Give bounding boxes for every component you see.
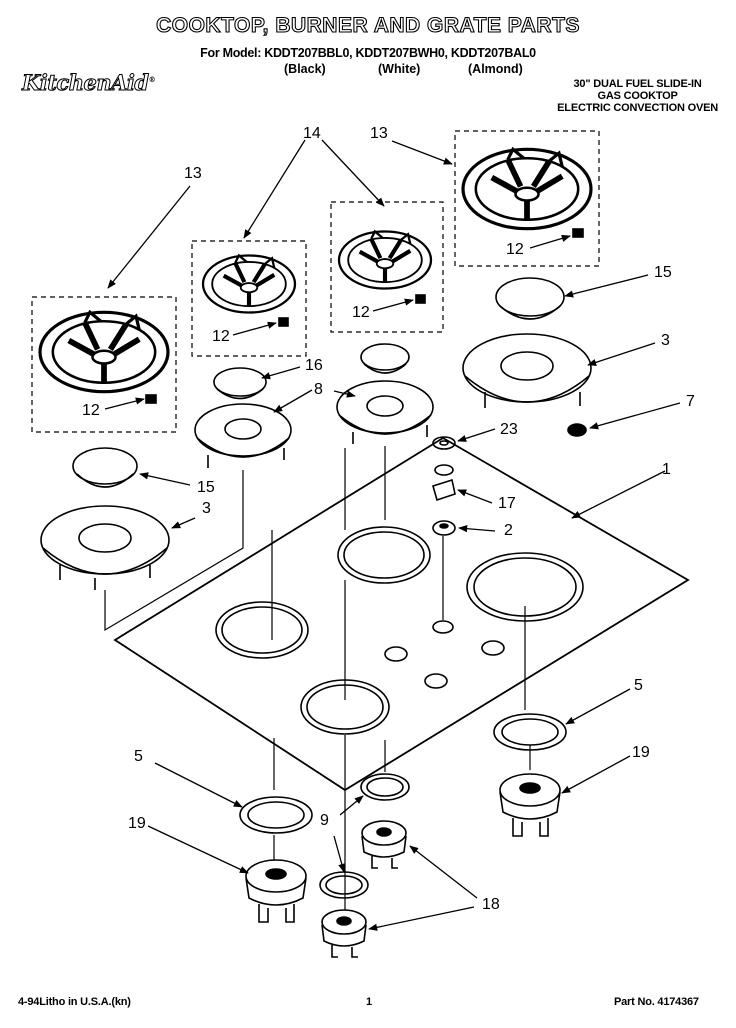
callout-1: 1 bbox=[662, 461, 671, 478]
callout-15-left: 15 bbox=[197, 479, 215, 496]
callout-18: 18 bbox=[482, 896, 500, 913]
burner-base-center-left bbox=[194, 403, 292, 468]
part-2-grommet bbox=[432, 520, 456, 536]
burner-valve-left bbox=[245, 859, 307, 923]
page-title: COOKTOP, BURNER AND GRATE PARTS bbox=[156, 13, 580, 37]
grate-center-left bbox=[203, 255, 295, 312]
cooktop-panel bbox=[113, 436, 690, 792]
grate-foot-right bbox=[572, 228, 584, 238]
trim-ring-right bbox=[493, 713, 567, 751]
burner-hole-left bbox=[215, 601, 309, 659]
burner-cap-right bbox=[495, 277, 565, 320]
part-17-knob bbox=[432, 464, 456, 502]
grate-center-right bbox=[339, 231, 431, 288]
trim-ring-left bbox=[239, 796, 313, 834]
callout-13-right: 13 bbox=[370, 125, 388, 142]
burner-cap-center-right bbox=[360, 343, 410, 374]
grate-box-center-right bbox=[330, 201, 444, 333]
callout-12-left: 12 bbox=[82, 402, 100, 419]
callout-12-center-left: 12 bbox=[212, 328, 230, 345]
igniter-hole-3 bbox=[481, 640, 505, 656]
burner-base-center-right bbox=[336, 380, 434, 444]
callout-7: 7 bbox=[686, 393, 695, 410]
burner-valve-center-upper bbox=[361, 820, 407, 869]
callout-9: 9 bbox=[320, 812, 329, 829]
product-line-1: 30" DUAL FUEL SLIDE-IN bbox=[573, 78, 702, 90]
variant-black: (Black) bbox=[284, 62, 326, 76]
callout-17: 17 bbox=[498, 495, 516, 512]
footer-part-number: Part No. 4174367 bbox=[614, 996, 699, 1008]
variant-white: (White) bbox=[378, 62, 421, 76]
burner-cap-left bbox=[72, 447, 138, 488]
grate-box-center-left bbox=[191, 240, 307, 357]
part-23-washer bbox=[432, 436, 456, 450]
burner-valve-center-lower bbox=[321, 909, 367, 958]
grate-foot-center-right bbox=[415, 294, 426, 304]
igniter-hole-2 bbox=[424, 673, 448, 689]
callout-12-right: 12 bbox=[506, 241, 524, 258]
footer-page-number: 1 bbox=[366, 996, 372, 1008]
grate-foot-center-left bbox=[278, 317, 289, 327]
product-description: 30" DUAL FUEL SLIDE-IN GAS COOKTOP ELECT… bbox=[557, 78, 718, 114]
product-line-3: ELECTRIC CONVECTION OVEN bbox=[557, 102, 718, 114]
brand-logo: KitchenAid® bbox=[22, 70, 156, 96]
product-line-2: GAS COOKTOP bbox=[597, 90, 678, 102]
callout-14: 14 bbox=[303, 125, 321, 142]
callout-19-right: 19 bbox=[632, 744, 650, 761]
grate-box-right bbox=[454, 130, 600, 267]
seal-ring-lower bbox=[319, 871, 369, 899]
part-7-nut bbox=[567, 423, 587, 437]
grate-left bbox=[40, 312, 168, 391]
callout-19-left: 19 bbox=[128, 815, 146, 832]
grate-right bbox=[463, 149, 591, 228]
igniter-hole-4 bbox=[432, 620, 454, 634]
callout-13-left: 13 bbox=[184, 165, 202, 182]
callout-16: 16 bbox=[305, 357, 323, 374]
callout-5-right: 5 bbox=[634, 677, 643, 694]
callout-8: 8 bbox=[314, 381, 323, 398]
callout-2: 2 bbox=[504, 522, 513, 539]
callout-5-left: 5 bbox=[134, 748, 143, 765]
burner-base-left bbox=[40, 505, 170, 590]
callout-23: 23 bbox=[500, 421, 518, 438]
burner-hole-back bbox=[337, 526, 431, 584]
callout-3-left: 3 bbox=[202, 500, 211, 517]
callout-12-center-right: 12 bbox=[352, 304, 370, 321]
seal-ring-upper bbox=[360, 773, 410, 801]
burner-cap-center-left bbox=[213, 367, 267, 400]
burner-base-right bbox=[462, 333, 592, 408]
callout-3-right: 3 bbox=[661, 332, 670, 349]
igniter-hole-1 bbox=[384, 646, 408, 662]
grate-box-left bbox=[31, 296, 177, 433]
callout-15-right: 15 bbox=[654, 264, 672, 281]
burner-valve-right bbox=[499, 773, 561, 837]
footer-litho: 4-94Litho in U.S.A.(kn) bbox=[18, 996, 131, 1008]
model-numbers: For Model: KDDT207BBL0, KDDT207BWH0, KDD… bbox=[200, 46, 536, 60]
grate-foot-left bbox=[145, 394, 157, 404]
variant-almond: (Almond) bbox=[468, 62, 523, 76]
